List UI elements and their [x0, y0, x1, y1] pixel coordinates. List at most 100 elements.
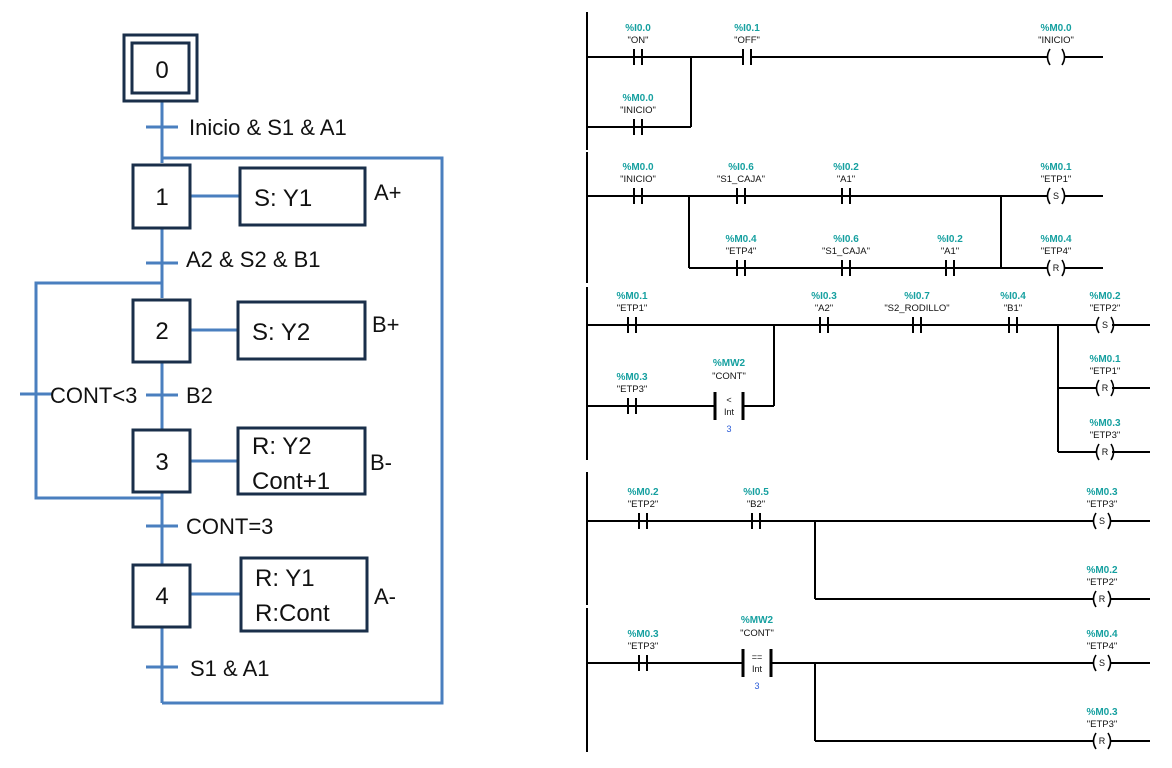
action-side-label-3: B-: [370, 450, 392, 475]
compare-operator: ==: [752, 652, 763, 662]
coil-type: S: [1099, 516, 1105, 526]
coil-type: S: [1053, 191, 1059, 201]
contact-address: %I0.2: [937, 234, 963, 245]
contact-tag: "ON": [628, 35, 649, 46]
contact-address: %M0.2: [627, 487, 659, 498]
action-box-3: R: Y2 Cont+1: [236, 426, 367, 496]
coil-tag: "ETP4": [1041, 246, 1072, 257]
ladder-network-3: %M0.1"ETP1"%I0.3"A2"%I0.7"S2_RODILLO"%I0…: [586, 287, 1150, 461]
ladder-coil: R%M0.1"ETP1": [1089, 354, 1121, 397]
contact-address: %I0.2: [833, 162, 859, 173]
contact-tag: "A1": [837, 174, 855, 185]
coil-address: %M0.4: [1040, 234, 1072, 245]
step-number: 2: [155, 318, 168, 345]
contact-address: %I0.0: [625, 23, 651, 34]
ladder-contact: %I0.3"A2": [811, 291, 837, 333]
coil-tag: "ETP4": [1087, 641, 1118, 652]
transition-3-condition: CONT=3: [186, 514, 273, 539]
contact-tag: "ETP3": [617, 384, 648, 395]
loop-transition-condition: CONT<3: [50, 383, 137, 408]
compare-value: 3: [754, 681, 759, 691]
coil-type: S: [1102, 320, 1108, 330]
ladder-contact: %I0.5"B2": [743, 487, 769, 529]
coil-type: R: [1102, 383, 1109, 393]
ladder-coil: R %M0.4"ETP4": [1040, 234, 1072, 277]
ladder-contact: %M0.2"ETP2": [627, 487, 659, 529]
contact-tag: "INICIO": [620, 105, 656, 116]
ladder-contact: %I0.6"S1_CAJA": [822, 234, 870, 276]
action-box-4: R: Y1 R:Cont: [239, 556, 369, 633]
ladder-contact: %M0.1"ETP1": [616, 291, 648, 333]
contact-address: %M0.3: [627, 629, 659, 640]
action-text-line1: R: Y2: [252, 433, 312, 460]
step-number: 1: [155, 184, 168, 211]
grafcet-diagram: 0 1 2 3 4 S: Y1 S: Y2 R: Y2 Cont+1 R: Y1…: [20, 33, 444, 705]
coil-tag: "ETP1": [1090, 366, 1121, 377]
contact-address: %I0.5: [743, 487, 769, 498]
contact-address: %I0.4: [1000, 291, 1026, 302]
coil-address: %M0.0: [1040, 23, 1072, 34]
coil-type: R: [1053, 263, 1060, 273]
action-side-label-1: A+: [374, 180, 402, 205]
ladder-coil: S %M0.1"ETP1": [1040, 162, 1072, 205]
contact-address: %M0.1: [616, 291, 648, 302]
contact-tag: "B1": [1004, 303, 1022, 314]
ladder-contact: %I0.2"A1": [833, 162, 859, 204]
ladder-contact: %M0.4"ETP4": [725, 234, 757, 276]
coil-address: %M0.2: [1086, 565, 1118, 576]
coil-type: S: [1099, 658, 1105, 668]
contact-address: %I0.7: [904, 291, 930, 302]
ladder-network-4: %M0.2"ETP2"%I0.5"B2"S%M0.3"ETP3"R%M0.2"E…: [586, 472, 1150, 608]
coil-tag: "ETP3": [1087, 499, 1118, 510]
action-box-2: S: Y2: [236, 300, 367, 361]
action-side-label-2: B+: [372, 312, 400, 337]
coil-tag: "ETP3": [1087, 719, 1118, 730]
ladder-contact: %M0.3"ETP3": [627, 629, 659, 671]
coil-type: R: [1102, 447, 1109, 457]
contact-tag: "ETP1": [617, 303, 648, 314]
contact-tag: "A1": [941, 246, 959, 257]
action-text: S: Y2: [252, 319, 310, 346]
coil-address: %M0.3: [1086, 707, 1118, 718]
transition-4-condition: S1 & A1: [190, 656, 270, 681]
coil-tag: "INICIO": [1038, 35, 1074, 46]
compare-tag: "CONT": [740, 628, 774, 639]
coil-address: %M0.2: [1089, 291, 1121, 302]
ladder-contact: %M0.0"INICIO": [620, 162, 656, 204]
step-number: 4: [155, 583, 168, 610]
ladder-contact: %I0.1"OFF": [734, 23, 760, 65]
ladder-coil: S %M0.2"ETP2": [1089, 291, 1121, 334]
contact-address: %M0.0: [622, 93, 654, 104]
transition-2-condition: B2: [186, 383, 213, 408]
ladder-coil: R%M0.3"ETP3": [1089, 418, 1121, 461]
grafcet-links: [20, 102, 444, 705]
ladder-contact: %I0.6"S1_CAJA": [717, 162, 765, 204]
coil-address: %M0.3: [1086, 487, 1118, 498]
contact-tag: "ETP2": [628, 499, 659, 510]
ladder-coil: R%M0.2"ETP2": [1086, 565, 1118, 608]
ladder-network-1: %I0.0"ON"%I0.1"OFF"%M0.0"INICIO"%M0.0"IN…: [586, 12, 1103, 150]
ladder-coil: R %M0.3"ETP3": [1086, 707, 1118, 750]
step-4: 4: [131, 563, 192, 629]
step-number: 0: [155, 57, 168, 84]
action-box-1: S: Y1: [238, 166, 367, 227]
coil-tag: "ETP2": [1090, 303, 1121, 314]
transition-0-condition: Inicio & S1 & A1: [189, 115, 347, 140]
action-text-line2: Cont+1: [252, 468, 330, 495]
action-side-label-4: A-: [374, 584, 396, 609]
contact-address: %I0.6: [728, 162, 754, 173]
step-1: 1: [131, 163, 192, 230]
action-text-line2: R:Cont: [255, 600, 330, 627]
ladder-contact: %I0.2"A1": [937, 234, 963, 276]
coil-type: R: [1099, 736, 1106, 746]
transition-1-condition: A2 & S2 & B1: [186, 247, 321, 272]
coil-tag: "ETP1": [1041, 174, 1072, 185]
compare-address: %MW2: [741, 615, 774, 626]
contact-tag: "OFF": [734, 35, 760, 46]
coil-address: %M0.1: [1040, 162, 1072, 173]
ladder-contact: %M0.3"ETP3": [616, 372, 648, 414]
contact-tag: "S1_CAJA": [822, 246, 870, 257]
ladder-coil: S %M0.3"ETP3": [1086, 487, 1118, 530]
compare-type: Int: [724, 407, 735, 417]
